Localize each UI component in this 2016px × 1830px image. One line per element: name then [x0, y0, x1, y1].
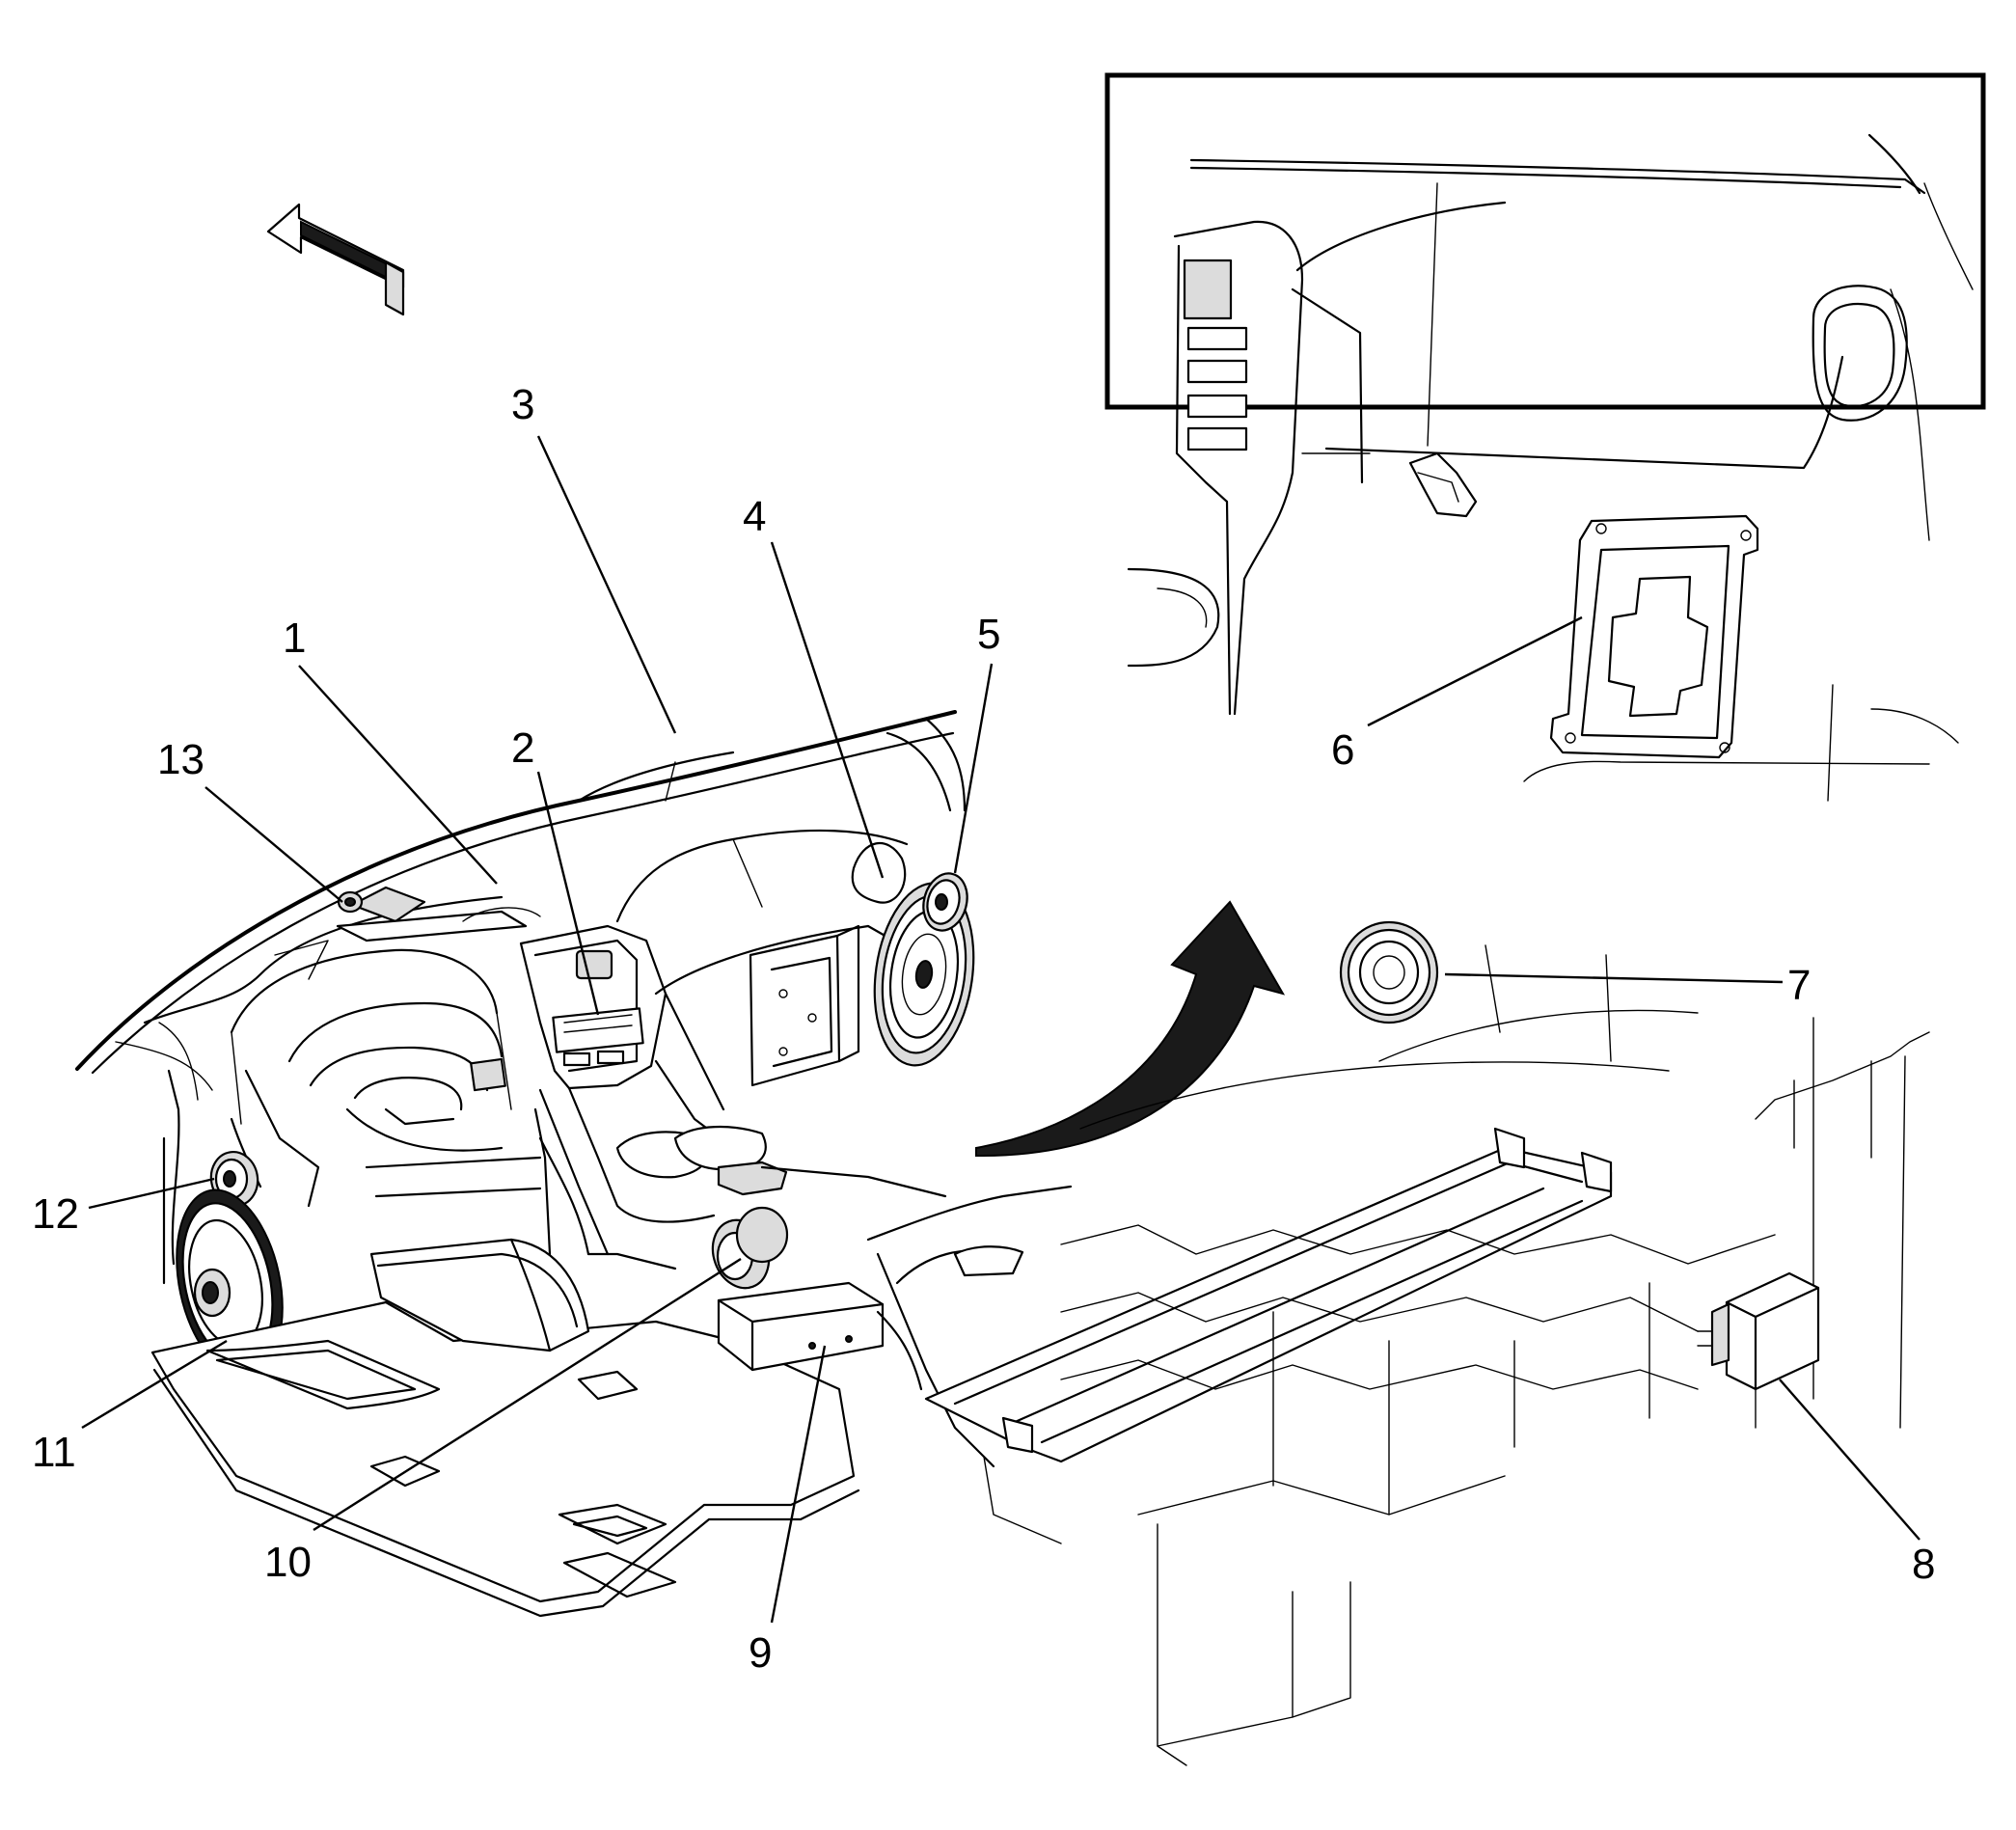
audio-amplifier [717, 1281, 885, 1372]
right-tweeter [922, 872, 968, 932]
instrument-panel [75, 710, 967, 1285]
callout-12: 12 [32, 1190, 79, 1238]
callout-8: 8 [1912, 1541, 1935, 1588]
callout-6: 6 [1331, 726, 1354, 774]
rear-audio-module [1697, 1271, 1820, 1391]
rear-speaker [1339, 920, 1439, 1024]
subwoofer-speaker [711, 1206, 789, 1290]
leader-lines [81, 435, 1921, 1624]
callout-labels: 1 2 3 4 5 6 7 8 9 10 11 12 13 [32, 381, 1935, 1677]
callout-13: 13 [157, 736, 204, 783]
callout-1: 1 [283, 615, 306, 662]
rear-floor-structure [866, 944, 1930, 1766]
callout-4: 4 [743, 493, 766, 540]
callout-11: 11 [32, 1429, 76, 1476]
inset-detail-view [1104, 72, 1986, 802]
forward-arrow-icon [266, 203, 405, 316]
callout-3: 3 [511, 381, 534, 428]
curved-arrow-icon [975, 900, 1286, 1158]
callout-7: 7 [1787, 962, 1811, 1009]
callout-2: 2 [511, 724, 534, 772]
floor-carpet [150, 1238, 860, 1618]
callout-5: 5 [977, 611, 1000, 658]
callout-9: 9 [749, 1629, 772, 1677]
center-dash-speaker [337, 890, 364, 914]
callout-10: 10 [264, 1539, 312, 1586]
